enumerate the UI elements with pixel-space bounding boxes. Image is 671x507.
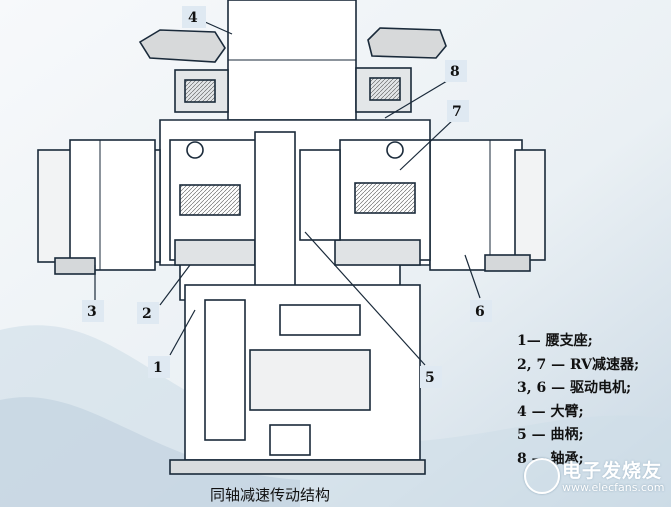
right-handle xyxy=(367,27,447,59)
callout-8: 8 xyxy=(450,64,460,80)
leader-lines xyxy=(94,21,481,366)
legend: 1— 腰支座; 2, 7 — RV减速器; 3, 6 — 驱动电机; 4 — 大… xyxy=(517,330,639,471)
callout-7: 7 xyxy=(452,104,462,120)
watermark-url: www.elecfans.com xyxy=(562,481,665,494)
callout-5: 5 xyxy=(425,370,435,386)
watermark: 电子发烧友 www.elecfans.com xyxy=(524,456,664,494)
base-plate xyxy=(169,459,426,475)
mechanism xyxy=(37,0,546,475)
right-motor xyxy=(429,139,523,271)
legend-item: 2, 7 — RV减速器; xyxy=(517,356,640,373)
callout-2: 2 xyxy=(142,306,152,322)
callout-4: 4 xyxy=(188,10,198,26)
left-handle xyxy=(138,29,226,63)
legend-item: 1— 腰支座; xyxy=(517,333,593,349)
watermark-brand: 电子发烧友 xyxy=(562,460,663,482)
callout-1: 1 xyxy=(153,360,163,376)
callout-3: 3 xyxy=(87,304,97,320)
brand-logo-icon xyxy=(524,458,560,494)
background-swirl-2 xyxy=(0,397,300,507)
callouts: 4 8 7 2 1 3 6 5 xyxy=(82,6,492,388)
legend-item: 3, 6 — 驱动电机; xyxy=(517,380,632,396)
legend-item: 5 — 曲柄; xyxy=(517,427,584,443)
figure-caption: 同轴减速传动结构 xyxy=(210,486,331,504)
legend-item: 4 — 大臂; xyxy=(517,403,584,420)
callout-6: 6 xyxy=(475,304,485,320)
